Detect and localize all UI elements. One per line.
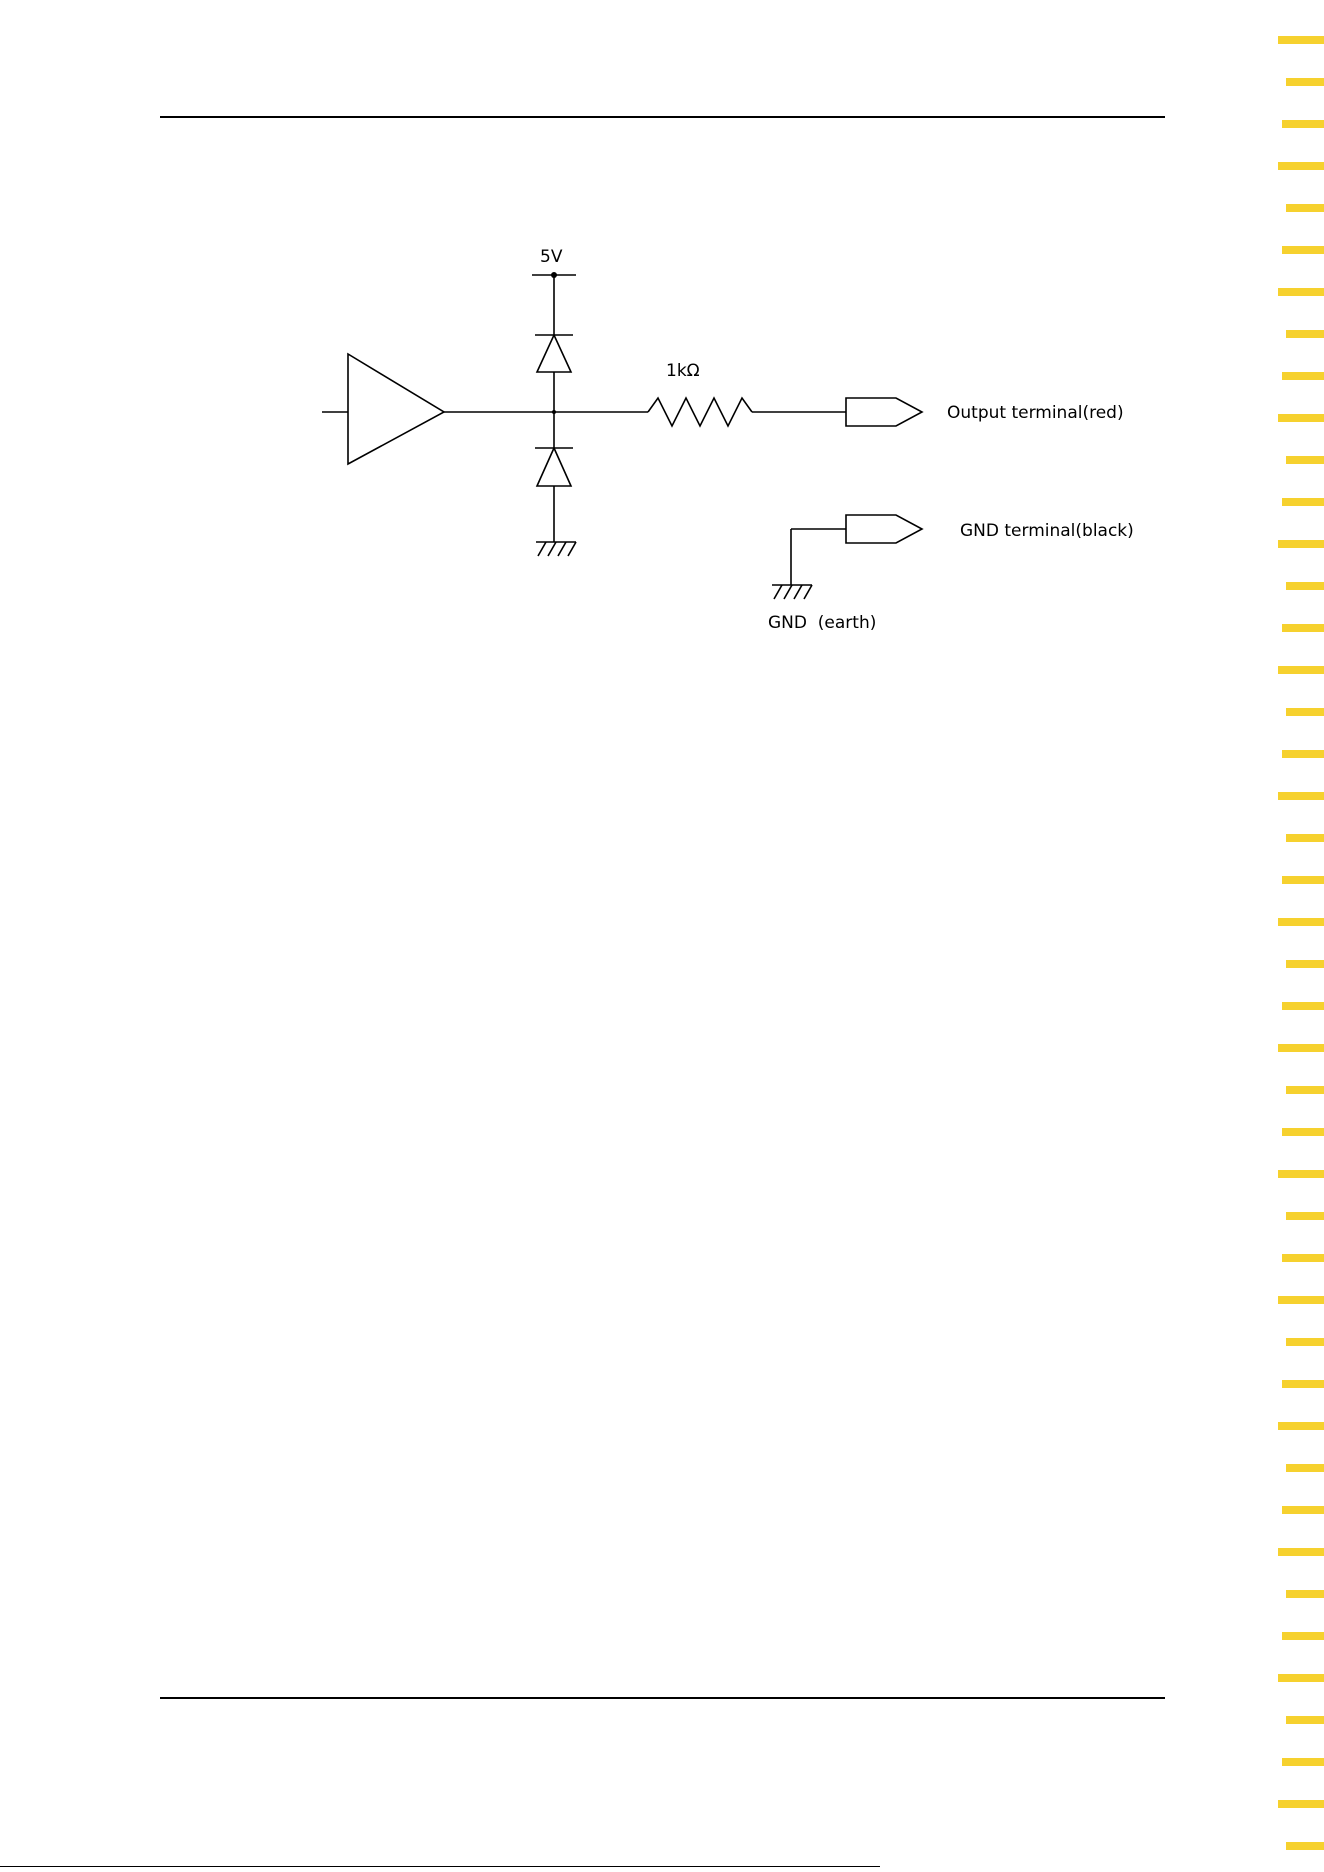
tab-mark	[1278, 540, 1324, 548]
circuit-diagram: 5V 1kΩ Output terminal(red) GND terminal…	[0, 0, 1250, 700]
tab-mark	[1286, 330, 1324, 338]
supply-rail	[532, 272, 576, 335]
bottom-edge-line	[0, 1866, 880, 1867]
tab-mark	[1286, 1212, 1324, 1220]
tab-mark	[1282, 246, 1324, 254]
tab-mark	[1278, 1674, 1324, 1682]
lower-clamp-diode	[535, 412, 573, 542]
tab-mark	[1282, 1002, 1324, 1010]
tab-mark	[1282, 372, 1324, 380]
tab-mark	[1278, 792, 1324, 800]
tab-mark	[1282, 1254, 1324, 1262]
gnd-terminal-wire	[791, 529, 846, 585]
tab-mark	[1282, 1758, 1324, 1766]
output-terminal	[846, 398, 922, 426]
tab-mark	[1278, 1170, 1324, 1178]
tab-mark	[1282, 876, 1324, 884]
tab-mark	[1286, 1086, 1324, 1094]
tab-mark	[1278, 666, 1324, 674]
tab-mark	[1278, 1044, 1324, 1052]
tab-mark	[1282, 1506, 1324, 1514]
tab-mark	[1278, 414, 1324, 422]
footer-rule	[160, 1697, 1165, 1699]
tab-mark	[1282, 1632, 1324, 1640]
resistor-label: 1kΩ	[666, 361, 700, 381]
tab-mark	[1286, 1716, 1324, 1724]
tab-mark	[1282, 1128, 1324, 1136]
tab-mark	[1278, 162, 1324, 170]
tab-mark	[1286, 582, 1324, 590]
tab-mark	[1282, 120, 1324, 128]
tab-mark	[1278, 1800, 1324, 1808]
tab-mark	[1286, 1338, 1324, 1346]
resistor	[648, 398, 846, 426]
supply-label: 5V	[540, 247, 563, 267]
tab-mark	[1278, 36, 1324, 44]
earth-label: GND (earth)	[768, 613, 876, 633]
tab-mark	[1278, 1548, 1324, 1556]
tab-mark	[1278, 288, 1324, 296]
upper-clamp-diode	[535, 335, 573, 412]
tab-mark	[1278, 1296, 1324, 1304]
output-terminal-label: Output terminal(red)	[947, 403, 1124, 423]
tab-mark	[1286, 708, 1324, 716]
index-tab-strip	[1260, 0, 1324, 1872]
tab-mark	[1286, 456, 1324, 464]
tab-mark	[1282, 624, 1324, 632]
tab-mark	[1286, 204, 1324, 212]
gnd-terminal-label: GND terminal(black)	[960, 521, 1134, 541]
gnd-terminal	[846, 515, 922, 543]
buffer-amplifier	[322, 354, 648, 464]
tab-mark	[1286, 1590, 1324, 1598]
tab-mark	[1286, 834, 1324, 842]
tab-mark	[1278, 1422, 1324, 1430]
ground-symbol	[536, 542, 576, 556]
tab-mark	[1286, 960, 1324, 968]
tab-mark	[1286, 78, 1324, 86]
tab-mark	[1282, 750, 1324, 758]
tab-mark	[1282, 498, 1324, 506]
tab-mark	[1282, 1380, 1324, 1388]
earth-ground-symbol	[772, 585, 812, 599]
tab-mark	[1286, 1842, 1324, 1850]
tab-mark	[1278, 918, 1324, 926]
tab-mark	[1286, 1464, 1324, 1472]
